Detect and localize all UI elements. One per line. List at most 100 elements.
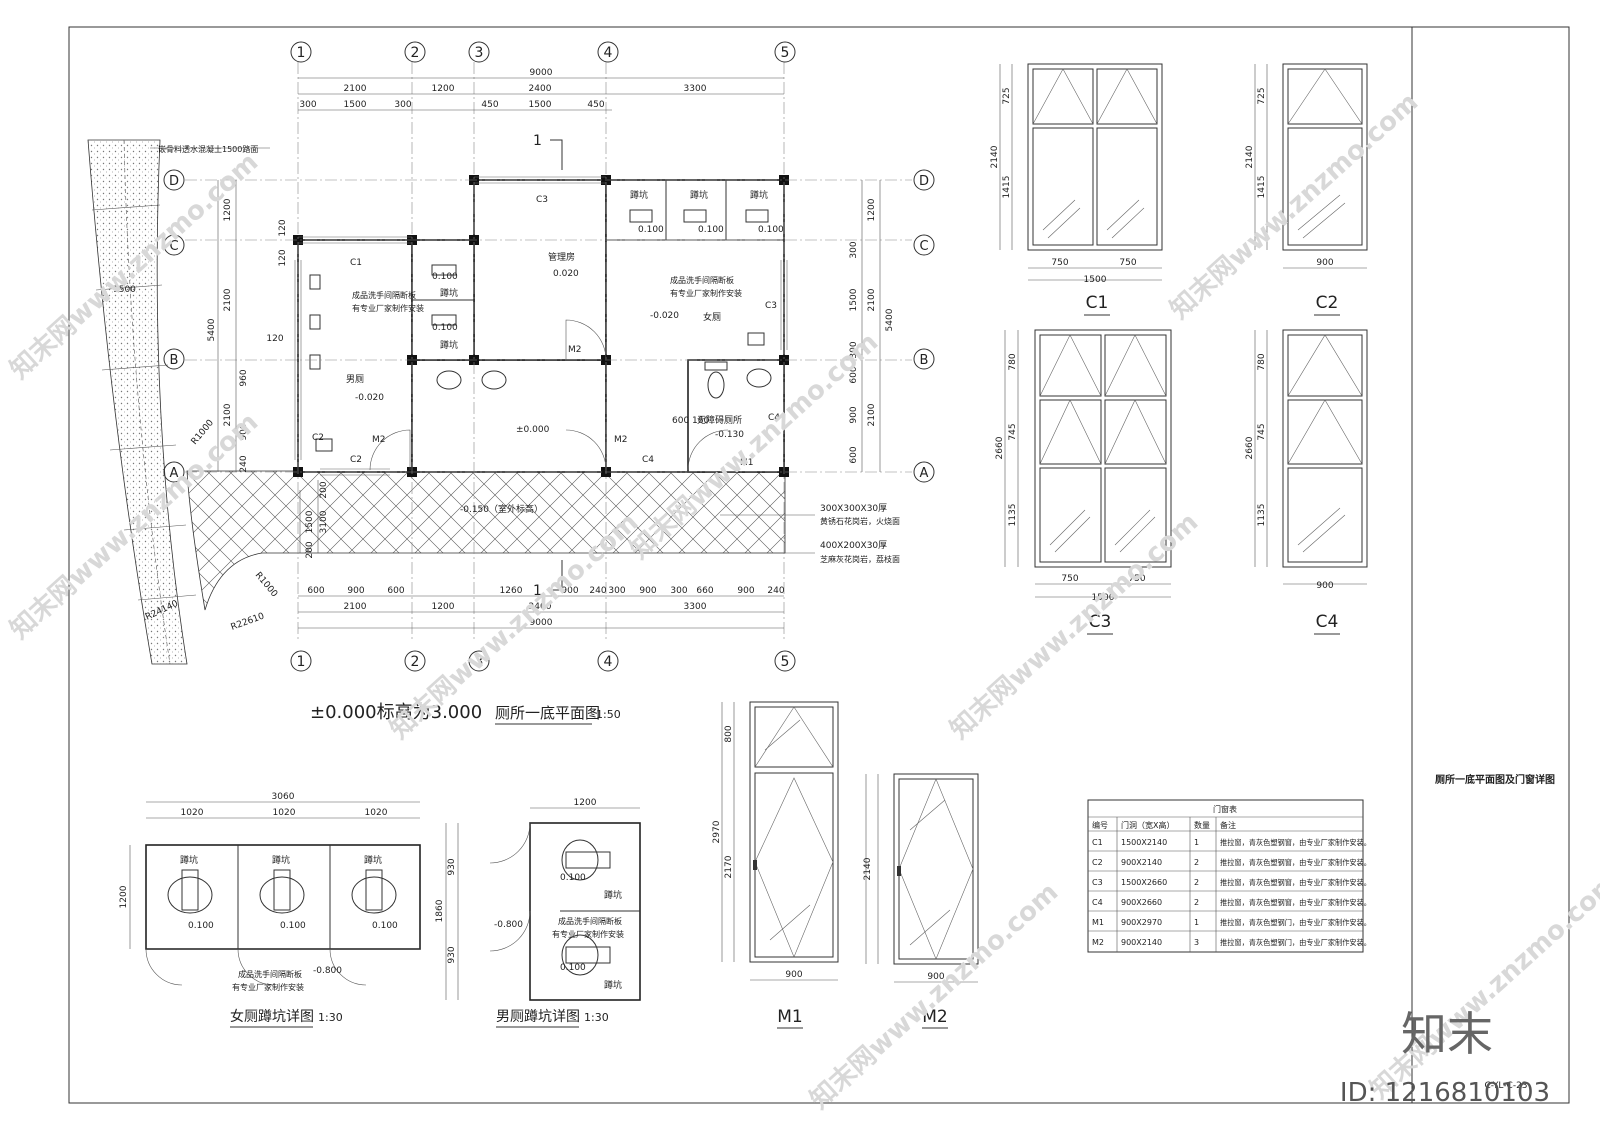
m1-w: 900: [785, 970, 802, 980]
grid-label-2-bottom: 2: [411, 654, 420, 670]
grid-label-4: 4: [604, 45, 613, 61]
dim-top-total: 9000: [530, 68, 553, 78]
room-management-level: 0.020: [553, 269, 579, 279]
schedule-cell-r5-c2: 3: [1194, 938, 1199, 947]
dim-paving-3100: 3100: [319, 510, 329, 533]
mdetail-squat-2: 蹲坑: [604, 979, 622, 991]
room-womens-level: -0.020: [650, 311, 679, 321]
c1-h-bot: 1415: [1002, 176, 1012, 199]
schedule-cell-r3-c1: 900X2660: [1121, 898, 1162, 907]
schedule-cell-r2-c1: 1500X2660: [1121, 878, 1167, 887]
sheet-title: 厕所一底平面图及门窗详图: [1435, 773, 1555, 786]
dim-bot-total: 9000: [530, 618, 553, 628]
mdetail-note-1: 成品洗手间隔断板: [558, 916, 622, 926]
fdetail-dim-side: 1200: [119, 885, 129, 908]
schedule-h-1: 门洞（宽X高）: [1121, 820, 1174, 830]
stall-label-m1: 蹲坑: [440, 287, 458, 299]
grid-label-d: D: [169, 174, 179, 189]
dim-bot-240a: 240: [589, 586, 606, 596]
fdetail-title: 女厕蹲坑详图: [230, 1008, 314, 1025]
dim-left-240: 240: [239, 455, 249, 472]
path-note: 嵌骨料透水混凝土1500路面: [158, 144, 258, 154]
stall-level-m1: 0.100: [432, 272, 458, 282]
schedule-h-0: 编号: [1092, 820, 1108, 830]
c3-w1: 750: [1061, 574, 1078, 584]
dim-bot-3300: 3300: [684, 602, 707, 612]
dim-bot-900d: 900: [737, 586, 754, 596]
mdetail-note-2: 有专业厂家制作安装: [552, 929, 624, 939]
grid-label-3: 3: [475, 45, 484, 61]
dim-bot-300b: 300: [670, 586, 687, 596]
accessible-room: [687, 359, 785, 473]
fdetail-dim-1: 1020: [181, 808, 204, 818]
dim-left-120c: 120: [266, 334, 283, 344]
section-mark-bottom: 1: [533, 583, 542, 599]
plan-tag-c2a: C2: [312, 433, 324, 443]
dim-left-120b: 120: [278, 249, 288, 266]
dim-bot-240b: 240: [767, 586, 784, 596]
window-c1-elevation: [999, 63, 1163, 281]
grid-label-c-right: C: [919, 239, 928, 254]
door-window-schedule: [1087, 799, 1364, 953]
c4-h-top: 780: [1257, 353, 1267, 370]
mdetail-dim-top: 1200: [574, 798, 597, 808]
room-management: 管理房: [548, 251, 575, 263]
dim-left-2100b: 2100: [223, 403, 233, 426]
dim-bot-600b: 600: [387, 586, 404, 596]
stall-label-w2: 蹲坑: [690, 189, 708, 201]
dim-left-2100a: 2100: [223, 288, 233, 311]
plan-tag-m2b: M2: [372, 435, 386, 445]
paving-note-4: 芝麻灰花岗岩，荔枝面: [820, 554, 900, 564]
mdetail-level-1: 0.100: [560, 873, 586, 883]
grid-label-d-right: D: [919, 174, 929, 189]
dim-top-300a: 300: [299, 100, 316, 110]
dim-left-900: 900: [239, 423, 249, 440]
lobby: [411, 359, 607, 473]
plan-scale: 1:50: [596, 708, 621, 721]
permeable-path: [87, 139, 188, 665]
dim-bot-900b: 900: [561, 586, 578, 596]
dim-top-1500a: 1500: [344, 100, 367, 110]
paving-note-2: 黄锈石花岗岩，火烧面: [820, 516, 900, 526]
grid-label-c: C: [169, 239, 178, 254]
window-c4-elevation: [1254, 329, 1368, 585]
dim-right-300a: 300: [849, 241, 859, 258]
dim-bot-900a: 900: [347, 586, 364, 596]
drawing-number: C-YL-C-23: [1484, 1081, 1527, 1091]
c1-w2: 750: [1119, 258, 1136, 268]
m2-h-total: 2140: [863, 857, 873, 880]
c2-h-total: 2140: [1245, 145, 1255, 168]
schedule-cell-r2-c0: C3: [1092, 878, 1103, 887]
room-mens-level: -0.020: [355, 393, 384, 403]
section-mark-top: 1: [533, 133, 542, 149]
plan-tag-m2c: M2: [614, 435, 628, 445]
plan-title-prefix: ±0.000标高为3.000: [310, 702, 482, 723]
m2-name: M2: [922, 1007, 947, 1027]
dim-left-960: 960: [239, 369, 249, 386]
dim-left-1200: 1200: [223, 198, 233, 221]
plan-tag-c4a: C4: [768, 413, 780, 423]
schedule-cell-r3-c2: 2: [1194, 898, 1199, 907]
c2-w-total: 900: [1316, 258, 1333, 268]
dim-bot-1260: 1260: [500, 586, 523, 596]
fdetail-level-3: 0.100: [372, 921, 398, 931]
schedule-cell-r3-c3: 推拉窗，青灰色塑钢窗，由专业厂家制作安装。: [1220, 898, 1371, 907]
accessible-dim: 600 160: [672, 416, 709, 426]
plan-tag-m1: M1: [740, 458, 754, 468]
grid-label-b-right: B: [920, 353, 929, 368]
dim-paving-1500: 1500: [305, 510, 315, 533]
dim-bot-660: 660: [696, 586, 713, 596]
dim-top-450b: 450: [587, 100, 604, 110]
dim-right-total: 5400: [885, 308, 895, 331]
room-mens: 男厕: [346, 374, 364, 385]
grid-label-1-bottom: 1: [297, 654, 306, 670]
fdetail-level-2: 0.100: [280, 921, 306, 931]
radius-r1000b: R1000: [253, 571, 280, 600]
fdetail-dim-2: 1020: [273, 808, 296, 818]
paving-note-3: 400X200X30厚: [820, 540, 887, 551]
mdetail-dim-1: 930: [447, 858, 457, 875]
schedule-h-2: 数量: [1194, 820, 1210, 830]
c3-w-total: 1500: [1092, 593, 1115, 603]
window-c3-elevation: [1004, 329, 1172, 598]
